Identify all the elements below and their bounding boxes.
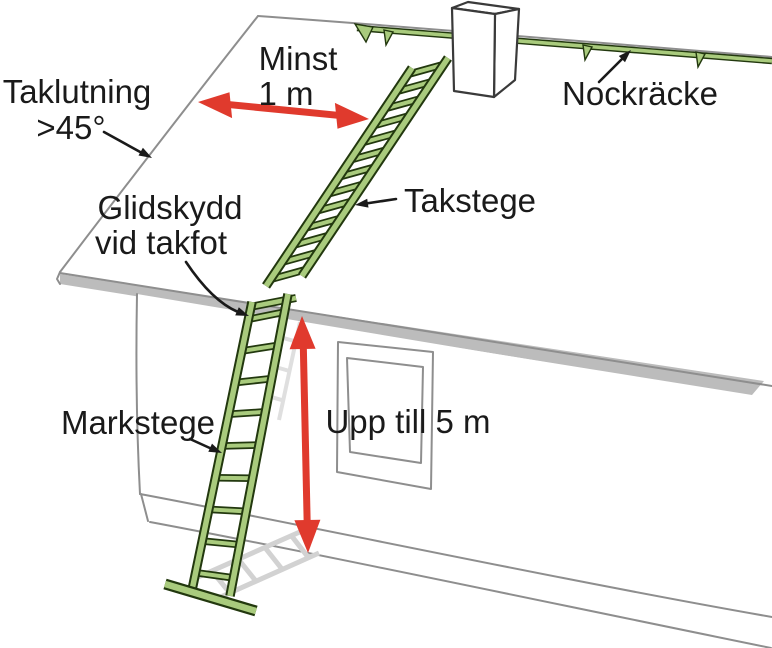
rail-bracket — [383, 29, 395, 48]
rail-end-bracket — [353, 23, 375, 44]
ridge-rail — [353, 23, 772, 70]
height-5m-arrow — [289, 316, 321, 553]
chimney-front — [450, 6, 497, 99]
chimney — [450, 0, 521, 99]
window-inner-frame — [346, 357, 424, 464]
glidskydd-label-line1: Glidskydd — [98, 189, 243, 226]
glidskydd-label-line2: vid takfot — [95, 224, 227, 261]
ground-line — [149, 521, 772, 648]
gable-edge-line — [59, 15, 259, 273]
markstege-arrow — [188, 437, 222, 453]
rail-bracket — [695, 51, 707, 70]
ladder-ground-shadow — [194, 528, 321, 603]
wall-surface — [137, 294, 772, 648]
upp-till-5m-label: Upp till 5 m — [325, 403, 490, 440]
window-outer-frame — [336, 341, 434, 490]
label-arrows — [102, 50, 631, 453]
ground-ladder — [163, 293, 293, 617]
minst-label-line1: Minst — [259, 40, 338, 77]
nockracke-label: Nockräcke — [562, 75, 718, 112]
wall-left-corner — [135, 293, 141, 495]
min-1m-arrow — [198, 92, 369, 129]
taklutning-label-line2: >45° — [36, 109, 105, 146]
markstege-label: Markstege — [61, 404, 215, 441]
takstege-arrow — [355, 197, 398, 208]
roof-ladder — [262, 55, 452, 289]
taklutning-arrow — [102, 130, 152, 158]
labels: Taklutning >45° Minst 1 m Nockräcke Taks… — [3, 40, 718, 441]
eaves-fascia-shadow — [60, 274, 764, 395]
gable-corner — [56, 271, 61, 285]
takstege-label: Takstege — [404, 182, 536, 219]
rail-bracket — [582, 44, 594, 63]
minst-label-line2: 1 m — [258, 75, 313, 112]
plinth-step — [140, 493, 149, 522]
eaves-line — [59, 272, 772, 387]
window — [336, 341, 434, 490]
glidskydd-arrow — [184, 260, 249, 316]
nockracke-arrow — [597, 50, 631, 84]
taklutning-label-line1: Taklutning — [3, 73, 152, 110]
